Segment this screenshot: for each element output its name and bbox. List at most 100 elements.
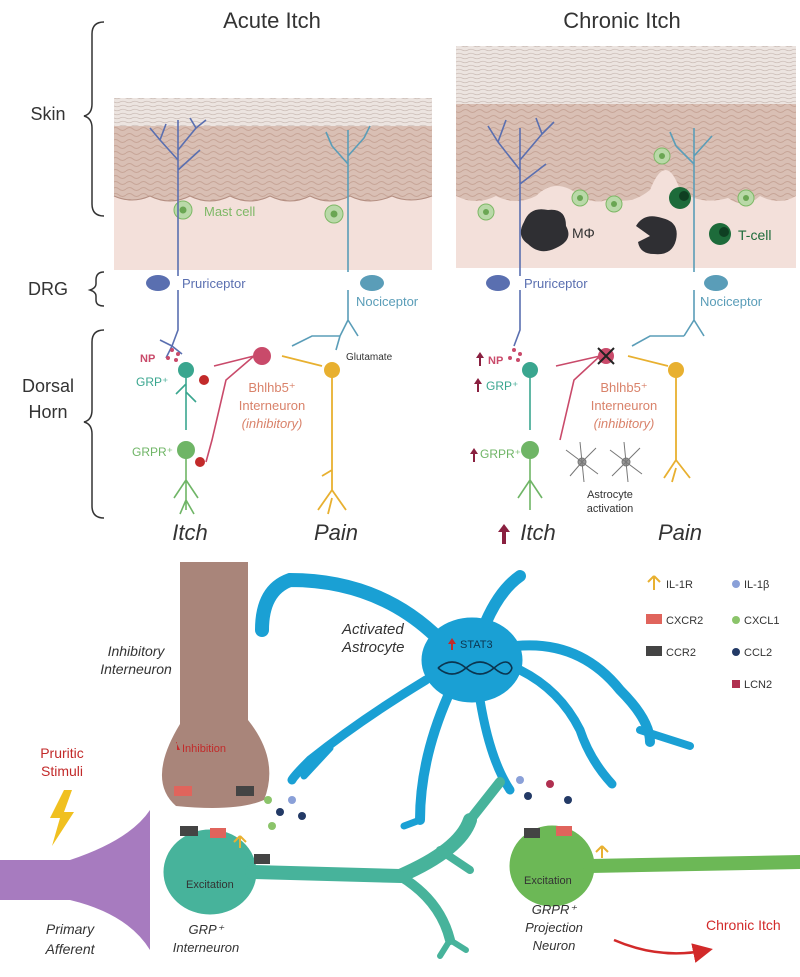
chronic-interneuron-line3: (inhibitory) (594, 416, 655, 431)
acute-title: Acute Itch (223, 8, 321, 33)
acute-grpr-neuron (173, 450, 199, 515)
proj-line1: GRPR⁺ (532, 902, 578, 917)
chronic-astro-line1: Astrocyte (587, 489, 633, 501)
stat3-up-arrow (448, 638, 456, 650)
acute-interneuron (205, 355, 255, 463)
acute-pruriceptor-label: Pruriceptor (182, 276, 246, 291)
stat3-label: STAT3 (460, 639, 493, 651)
astro-line1: Activated (341, 621, 404, 638)
lcn2-icon (732, 680, 740, 688)
up-arrow-icon (470, 352, 484, 462)
primary-afferent (0, 810, 150, 950)
chronic-grpr-neuron (517, 450, 543, 510)
acute-grpr-label: GRPR⁺ (132, 445, 173, 459)
acute-interneuron-soma (253, 347, 271, 365)
legend-lcn2: LCN2 (744, 679, 772, 691)
chronic-itch-label: Itch (520, 520, 555, 545)
inhibitory-interneuron (161, 562, 270, 808)
primary-line1: Primary (46, 921, 95, 937)
cxcl1-icon (732, 616, 740, 624)
pruritic-line2: Stimuli (41, 763, 83, 779)
chronic-nociceptor (631, 128, 713, 347)
lightning-icon (50, 790, 74, 846)
il1b-icon (732, 580, 740, 588)
grp-line1: GRP⁺ (188, 922, 224, 937)
inhib-line2: Interneuron (100, 661, 172, 677)
ccl2-icon (732, 648, 740, 656)
acute-interneuron-line3: (inhibitory) (242, 416, 303, 431)
pruritic-line1: Pruritic (40, 745, 84, 761)
chronic-pain-label: Pain (658, 520, 702, 545)
chronic-skin (456, 46, 796, 268)
astrocyte-small-icon (565, 441, 643, 483)
chemokine-dots (264, 776, 572, 830)
acute-pain-soma (324, 362, 340, 378)
receptor-icons (174, 786, 609, 864)
inhib-line1: Inhibitory (108, 643, 166, 659)
tcell-label: T-cell (738, 227, 771, 243)
region-skin: Skin (30, 104, 65, 124)
chronic-interneuron-line1: Bhlhb5⁺ (600, 380, 647, 395)
macrophage-icon (520, 209, 677, 255)
chronic-pain-soma (668, 362, 684, 378)
chronic-itch-output-label: Chronic Itch (706, 917, 781, 933)
tcell-icon (669, 187, 731, 245)
acute-inhibit-icon-2 (195, 457, 205, 467)
astro-line2: Astrocyte (341, 639, 405, 656)
inhibition-label: Inhibition (182, 743, 226, 755)
legend-cxcr2: CXCR2 (666, 615, 703, 627)
acute-glutamate-label: Glutamate (346, 352, 393, 363)
legend-il1r: IL-1R (666, 579, 693, 591)
primary-line2: Afferent (44, 941, 95, 957)
activated-astrocyte (255, 570, 694, 830)
il1r-icon (647, 575, 661, 590)
acute-grp-soma (178, 362, 194, 378)
chronic-grpr-label: GRPR⁺ (480, 447, 521, 461)
legend-ccr2: CCR2 (666, 647, 696, 659)
acute-nociceptor-label: Nociceptor (356, 294, 419, 309)
dna-icon (437, 661, 513, 675)
macrophage-label: MΦ (572, 225, 595, 241)
chronic-pruriceptor-soma (486, 275, 510, 291)
acute-inhibit-icon-1 (199, 375, 209, 385)
acute-interneuron-line2: Interneuron (239, 398, 306, 413)
legend-ccl2: CCL2 (744, 647, 772, 659)
region-dorsal-horn-line2: Horn (28, 402, 67, 422)
excitation-label: Excitation (186, 879, 234, 891)
chronic-nociceptor-label: Nociceptor (700, 294, 763, 309)
acute-interneuron-line1: Bhlhb5⁺ (248, 380, 295, 395)
acute-np-label: NP (140, 353, 155, 365)
chronic-pain-neuron (627, 355, 691, 483)
cxcr2-icon (646, 614, 662, 624)
acute-pruriceptor (149, 117, 207, 359)
region-dorsal-horn-line1: Dorsal (22, 376, 74, 396)
blocked-interneuron-icon (597, 347, 615, 365)
chronic-interneuron-line2: Interneuron (591, 398, 658, 413)
region-brackets (83, 21, 105, 519)
proj-line2: Projection (525, 920, 583, 935)
legend-cxcl1: CXCL1 (744, 615, 779, 627)
acute-grpr-soma (177, 441, 195, 459)
chronic-itch-arrow (613, 938, 713, 963)
acute-pain-neuron (281, 355, 347, 515)
chronic-np-dots (508, 348, 522, 362)
grpr-projection-neuron (509, 825, 800, 907)
chronic-astro-line2: activation (587, 503, 633, 515)
excitation2-label: Excitation (524, 875, 572, 887)
chronic-interneuron (555, 355, 601, 441)
acute-nociceptor (291, 125, 371, 351)
region-drg: DRG (28, 279, 68, 299)
chronic-nociceptor-soma (704, 275, 728, 291)
chronic-pruriceptor (487, 117, 555, 347)
acute-skin (113, 98, 433, 270)
chronic-title: Chronic Itch (563, 8, 680, 33)
legend-il1b: IL-1β (744, 579, 769, 591)
acute-np-dots (166, 348, 180, 362)
legend: IL-1R IL-1β CXCR2 CXCL1 CCR2 CCL2 LCN2 (646, 575, 779, 691)
mast-cell-label: Mast cell (204, 204, 255, 219)
acute-nociceptor-soma (360, 275, 384, 291)
chronic-np-label: NP (488, 355, 503, 367)
ccr2-icon (646, 646, 662, 656)
grp-line2: Interneuron (173, 940, 240, 955)
